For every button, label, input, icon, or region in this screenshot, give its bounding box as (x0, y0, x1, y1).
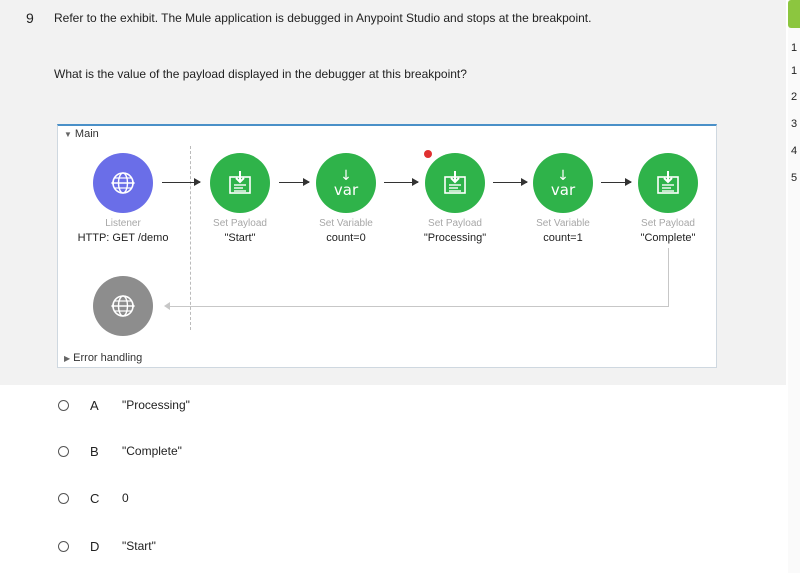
flow-arrow (384, 178, 419, 186)
side-nav-number[interactable]: 2 (791, 91, 798, 103)
source-divider (190, 146, 191, 330)
flow-arrow (279, 178, 310, 186)
answer-option-b[interactable]: B "Complete" (58, 441, 182, 461)
var-icon: ↓ var (333, 168, 359, 199)
side-nav-active-tab[interactable] (788, 0, 800, 28)
node-value-label: count=0 (326, 232, 366, 244)
radio-button[interactable] (58, 540, 69, 552)
side-nav-number[interactable]: 5 (791, 172, 798, 184)
set-payload-node (638, 153, 698, 213)
breakpoint-marker (424, 150, 432, 158)
node-value-label: "Complete" (640, 232, 696, 244)
set-variable-node: ↓ var (533, 153, 593, 213)
var-text: var (550, 181, 576, 199)
var-text: var (333, 181, 359, 199)
side-nav-number[interactable]: 1 (791, 65, 798, 77)
option-letter: B (90, 443, 99, 459)
globe-icon (111, 172, 135, 194)
set-payload-icon (444, 171, 466, 194)
side-nav-number[interactable]: 3 (791, 118, 798, 130)
node-type-label: Set Payload (641, 218, 695, 229)
return-path-line (668, 248, 669, 306)
set-payload-icon (657, 171, 679, 194)
flow-arrow (493, 178, 528, 186)
radio-button[interactable] (58, 445, 69, 457)
question-panel: 9 Refer to the exhibit. The Mule applica… (0, 0, 786, 385)
set-payload-node (425, 153, 485, 213)
side-nav-number[interactable]: 4 (791, 145, 798, 157)
node-type-label: Set Payload (213, 218, 267, 229)
node-value-label: "Start" (224, 232, 256, 244)
error-handling-label: Error handling (73, 352, 143, 364)
side-nav-number[interactable]: 1 (791, 42, 798, 54)
listener-node (93, 153, 153, 213)
option-letter: D (90, 538, 100, 554)
side-nav-strip (788, 0, 800, 573)
option-letter: C (90, 490, 100, 506)
globe-icon (111, 295, 135, 317)
node-value-label: "Processing" (423, 232, 487, 244)
set-variable-node: ↓ var (316, 153, 376, 213)
down-arrow-icon: ↓ (340, 168, 352, 184)
flow-arrow (601, 178, 632, 186)
node-type-label: Set Payload (428, 218, 482, 229)
radio-button[interactable] (58, 492, 69, 504)
node-type-label: Set Variable (536, 218, 590, 229)
response-node (93, 276, 153, 336)
return-path-line (170, 306, 669, 307)
answer-option-a[interactable]: A "Processing" (58, 395, 190, 415)
var-icon: ↓ var (550, 168, 576, 199)
question-number: 9 (26, 10, 34, 26)
set-payload-icon (229, 171, 251, 194)
flow-arrow (162, 178, 201, 186)
node-type-label: Listener (105, 218, 141, 229)
option-text: "Start" (122, 539, 156, 553)
error-handling-header: ▶Error handling (64, 352, 142, 364)
node-value-label: count=1 (543, 232, 583, 244)
node-value-label: HTTP: GET /demo (77, 232, 169, 244)
down-arrow-icon: ↓ (557, 168, 569, 184)
option-text: "Complete" (122, 444, 182, 458)
flow-diagram-exhibit: ▼Main Listener HTTP: GET /demo (57, 124, 717, 368)
node-type-label: Set Variable (319, 218, 373, 229)
option-letter: A (90, 397, 99, 413)
question-subtext: What is the value of the payload display… (54, 67, 467, 81)
main-flow-header: ▼Main (64, 128, 99, 140)
option-text: "Processing" (122, 398, 190, 412)
main-flow-label: Main (74, 128, 99, 140)
option-text: 0 (122, 491, 129, 505)
answer-option-c[interactable]: C 0 (58, 488, 129, 508)
set-payload-node (210, 153, 270, 213)
radio-button[interactable] (58, 399, 69, 411)
return-arrow-head (164, 302, 170, 310)
question-text: Refer to the exhibit. The Mule applicati… (54, 11, 592, 25)
expand-triangle-icon: ▶ (64, 354, 71, 363)
collapse-triangle-icon: ▼ (64, 130, 72, 139)
answer-option-d[interactable]: D "Start" (58, 536, 156, 556)
